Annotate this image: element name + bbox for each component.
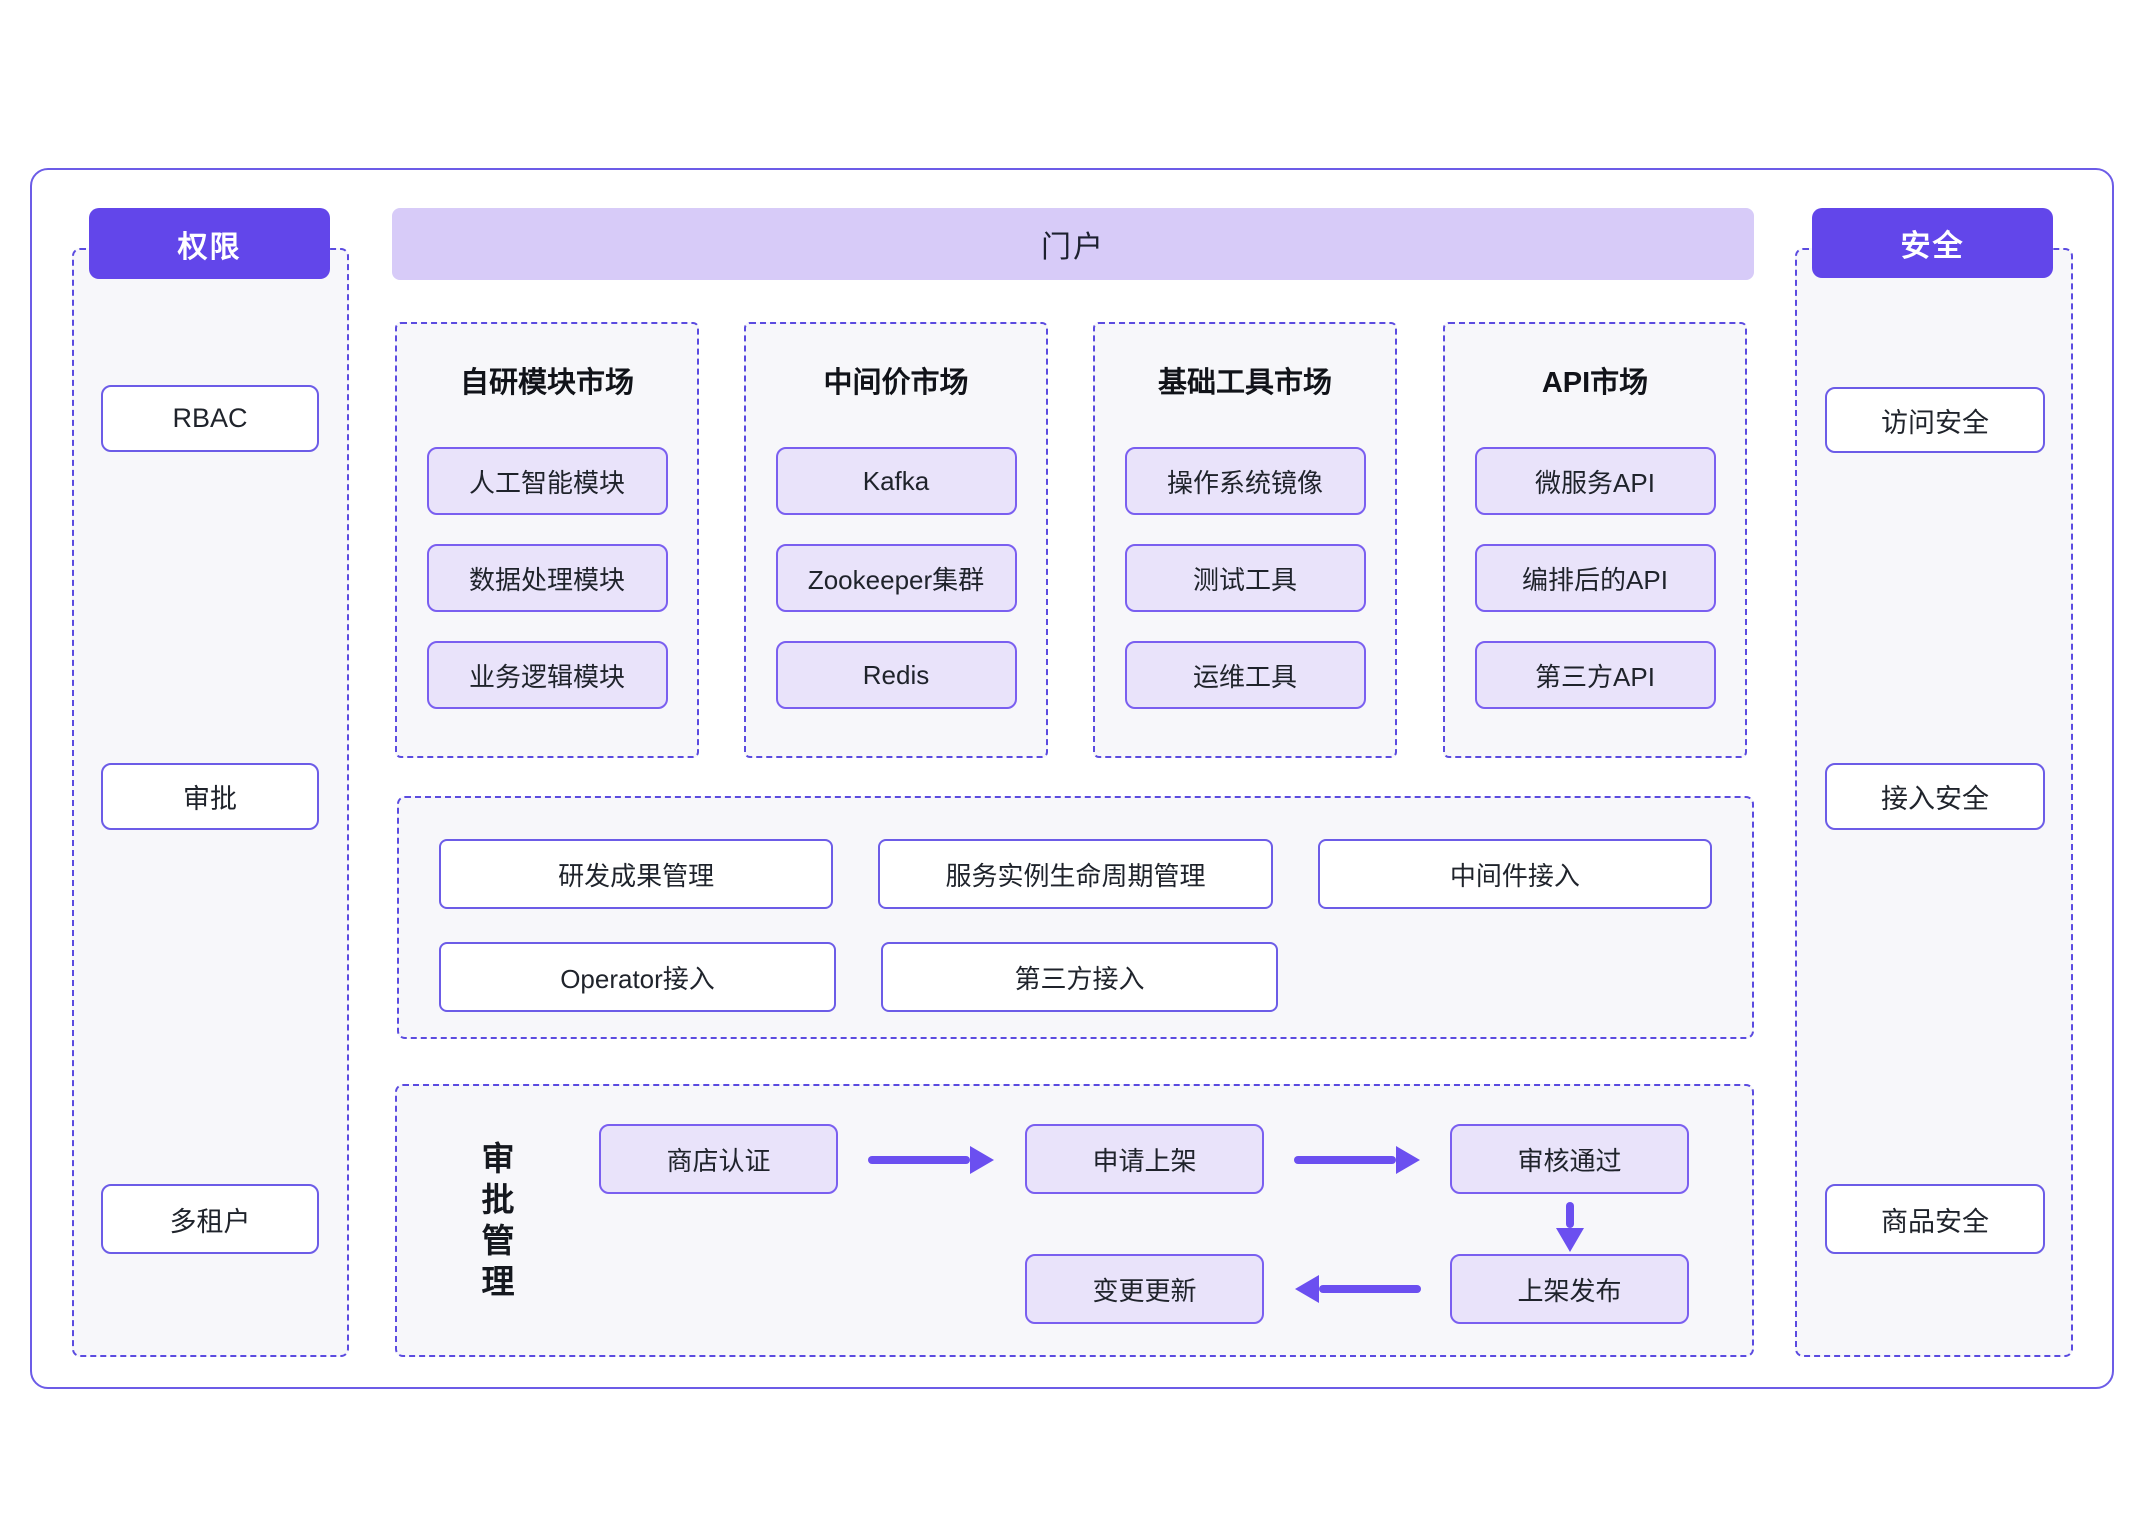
flow-review-passed: 审核通过: [1450, 1124, 1689, 1194]
portal-banner: 门户: [392, 208, 1754, 280]
market-item: 第三方API: [1474, 641, 1716, 709]
arrow-approve-to-publish-icon: [1566, 1202, 1574, 1228]
market-api: API市场 微服务API 编排后的API 第三方API: [1443, 322, 1747, 758]
mgmt-operator-access: Operator接入: [439, 942, 836, 1012]
mgmt-service-lifecycle: 服务实例生命周期管理: [878, 839, 1273, 909]
market-title: 基础工具市场: [1157, 367, 1332, 399]
permissions-header: 权限: [89, 208, 330, 279]
market-title: 自研模块市场: [459, 367, 634, 399]
market-item: 人工智能模块: [426, 447, 668, 515]
security-header: 安全: [1812, 208, 2053, 278]
mgmt-rd-results: 研发成果管理: [439, 839, 834, 909]
market-item: 操作系统镜像: [1124, 447, 1366, 515]
security-item-access: 访问安全: [1825, 387, 2045, 453]
arrow-publish-to-update-icon: [1319, 1285, 1421, 1293]
flow-listing-published: 上架发布: [1450, 1254, 1689, 1324]
market-item-list: 人工智能模块 数据处理模块 业务逻辑模块: [397, 447, 697, 709]
market-item: Zookeeper集群: [775, 544, 1017, 612]
permissions-item-rbac: RBAC: [101, 385, 319, 452]
market-basic-tools: 基础工具市场 操作系统镜像 测试工具 运维工具: [1093, 322, 1397, 758]
security-item-goods: 商品安全: [1825, 1184, 2045, 1254]
flow-store-certification: 商店认证: [599, 1124, 838, 1194]
market-self-developed-modules: 自研模块市场 人工智能模块 数据处理模块 业务逻辑模块: [395, 322, 699, 758]
management-row: 研发成果管理 服务实例生命周期管理 中间件接入: [439, 839, 1712, 909]
market-title: API市场: [1541, 367, 1649, 399]
mgmt-thirdparty-access: 第三方接入: [881, 942, 1278, 1012]
permissions-item-approval: 审批: [101, 763, 319, 830]
market-item: 数据处理模块: [426, 544, 668, 612]
market-title: 中间价市场: [823, 367, 969, 399]
market-item: 编排后的API: [1474, 544, 1716, 612]
security-item-integration: 接入安全: [1825, 763, 2045, 830]
management-row: Operator接入 第三方接入: [439, 942, 1712, 1012]
market-item: Kafka: [775, 447, 1017, 515]
mgmt-middleware-access: 中间件接入: [1317, 839, 1712, 909]
market-middleware: 中间价市场 Kafka Zookeeper集群 Redis: [744, 322, 1048, 758]
flow-apply-listing: 申请上架: [1025, 1124, 1264, 1194]
arrow-apply-to-approve-icon: [1294, 1156, 1396, 1164]
market-item-list: Kafka Zookeeper集群 Redis: [746, 447, 1046, 709]
market-item-list: 微服务API 编排后的API 第三方API: [1445, 447, 1745, 709]
market-item: 微服务API: [1474, 447, 1716, 515]
market-item: 测试工具: [1124, 544, 1366, 612]
market-item: 业务逻辑模块: [426, 641, 668, 709]
permissions-item-multitenant: 多租户: [101, 1184, 319, 1254]
market-item: 运维工具: [1124, 641, 1366, 709]
market-item-list: 操作系统镜像 测试工具 运维工具: [1095, 447, 1395, 709]
management-section: 研发成果管理 服务实例生命周期管理 中间件接入 Operator接入 第三方接入: [397, 796, 1754, 1039]
arrow-store-to-apply-icon: [868, 1156, 970, 1164]
approval-section-label: 审批管理: [481, 1140, 515, 1300]
flow-change-update: 变更更新: [1025, 1254, 1264, 1324]
approval-section: 审批管理 商店认证 申请上架 审核通过 变更更新 上架发布: [395, 1084, 1754, 1357]
market-item: Redis: [775, 641, 1017, 709]
